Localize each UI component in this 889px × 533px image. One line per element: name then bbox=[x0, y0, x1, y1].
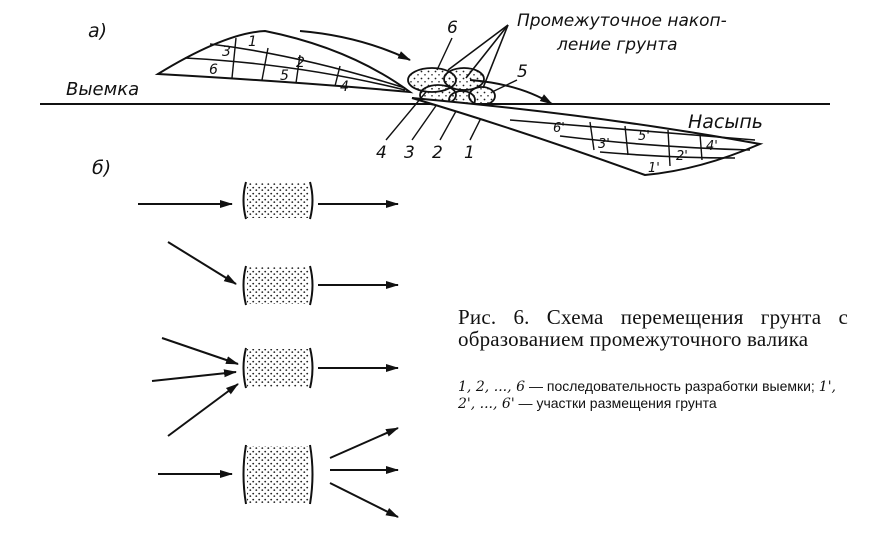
fill-layer-2: 2' bbox=[676, 149, 688, 164]
intermediate-label-line1: Промежуточное накоп- bbox=[517, 11, 727, 31]
arrow-in bbox=[161, 337, 239, 365]
fill-layer-3: 3' bbox=[598, 137, 610, 152]
arrow-to-fill bbox=[469, 79, 553, 105]
cut-layer-6: 6 bbox=[209, 62, 218, 78]
pile-number-3: 3 bbox=[404, 143, 415, 163]
arrow-out bbox=[329, 482, 399, 518]
note-text-2: — участки размещения грунта bbox=[514, 395, 717, 411]
fill-label: Насыпь bbox=[688, 111, 763, 133]
cut-label: Выемка bbox=[66, 79, 139, 100]
cut-layer-3: 3 bbox=[222, 44, 231, 60]
pointer-line bbox=[436, 37, 453, 71]
scheme-row-2 bbox=[167, 241, 399, 306]
arrow-in bbox=[151, 369, 237, 382]
soil-block bbox=[247, 267, 309, 304]
panel-a-label: а) bbox=[88, 20, 107, 42]
figure-caption: Рис. 6. Схема перемещения грунта с образ… bbox=[458, 305, 848, 351]
pile-number-4: 4 bbox=[376, 143, 387, 163]
panel-b: б) bbox=[92, 157, 399, 518]
arrow-in bbox=[167, 241, 237, 285]
note-fill-numbers: 1', 2', ..., 6' bbox=[458, 379, 836, 412]
intermediate-label-line2: ление грунта bbox=[556, 35, 678, 55]
panel-a: а) Выемка 1 2 3 4 5 6 bbox=[40, 11, 830, 177]
cut-layer-4: 4 bbox=[340, 79, 349, 95]
figure-note: 1, 2, ..., 6 — последовательность разраб… bbox=[458, 378, 836, 412]
scheme-row-4 bbox=[158, 427, 399, 518]
soil-block bbox=[247, 183, 309, 218]
arrow-to-pile bbox=[299, 30, 411, 61]
scheme-row-3 bbox=[151, 337, 399, 437]
cut-layer-2: 2 bbox=[296, 55, 305, 71]
arrow-out bbox=[329, 427, 399, 459]
pile-number-5: 5 bbox=[517, 62, 528, 82]
pile-number-6: 6 bbox=[447, 18, 458, 38]
cut-section: 1 2 3 4 5 6 bbox=[154, 29, 414, 95]
pointer-line bbox=[411, 99, 441, 141]
pointer-line bbox=[447, 24, 509, 71]
pile-number-1: 1 bbox=[464, 143, 475, 163]
note-text-1: — последовательность разработки выемки; bbox=[524, 378, 819, 394]
pointer-line bbox=[465, 24, 509, 79]
fill-layer-4: 4' bbox=[706, 139, 718, 154]
fill-layer-5: 5' bbox=[638, 129, 650, 144]
soil-block bbox=[247, 446, 309, 503]
fill-layer-6: 6' bbox=[553, 121, 565, 136]
note-sequence-numbers: 1, 2, ..., 6 bbox=[458, 379, 525, 395]
soil-block bbox=[247, 349, 309, 387]
pointer-line bbox=[482, 24, 509, 89]
panel-b-label: б) bbox=[92, 157, 111, 179]
arrow-in bbox=[167, 383, 239, 437]
cut-layer-1: 1 bbox=[248, 34, 257, 50]
fill-layer-1: 1' bbox=[648, 161, 660, 176]
pile-number-2: 2 bbox=[432, 143, 443, 163]
cut-layer-5: 5 bbox=[280, 68, 289, 84]
scheme-row-1 bbox=[138, 181, 399, 220]
fill-section: Насыпь 6' 5' 3' 4' 2' 1' bbox=[411, 97, 764, 177]
